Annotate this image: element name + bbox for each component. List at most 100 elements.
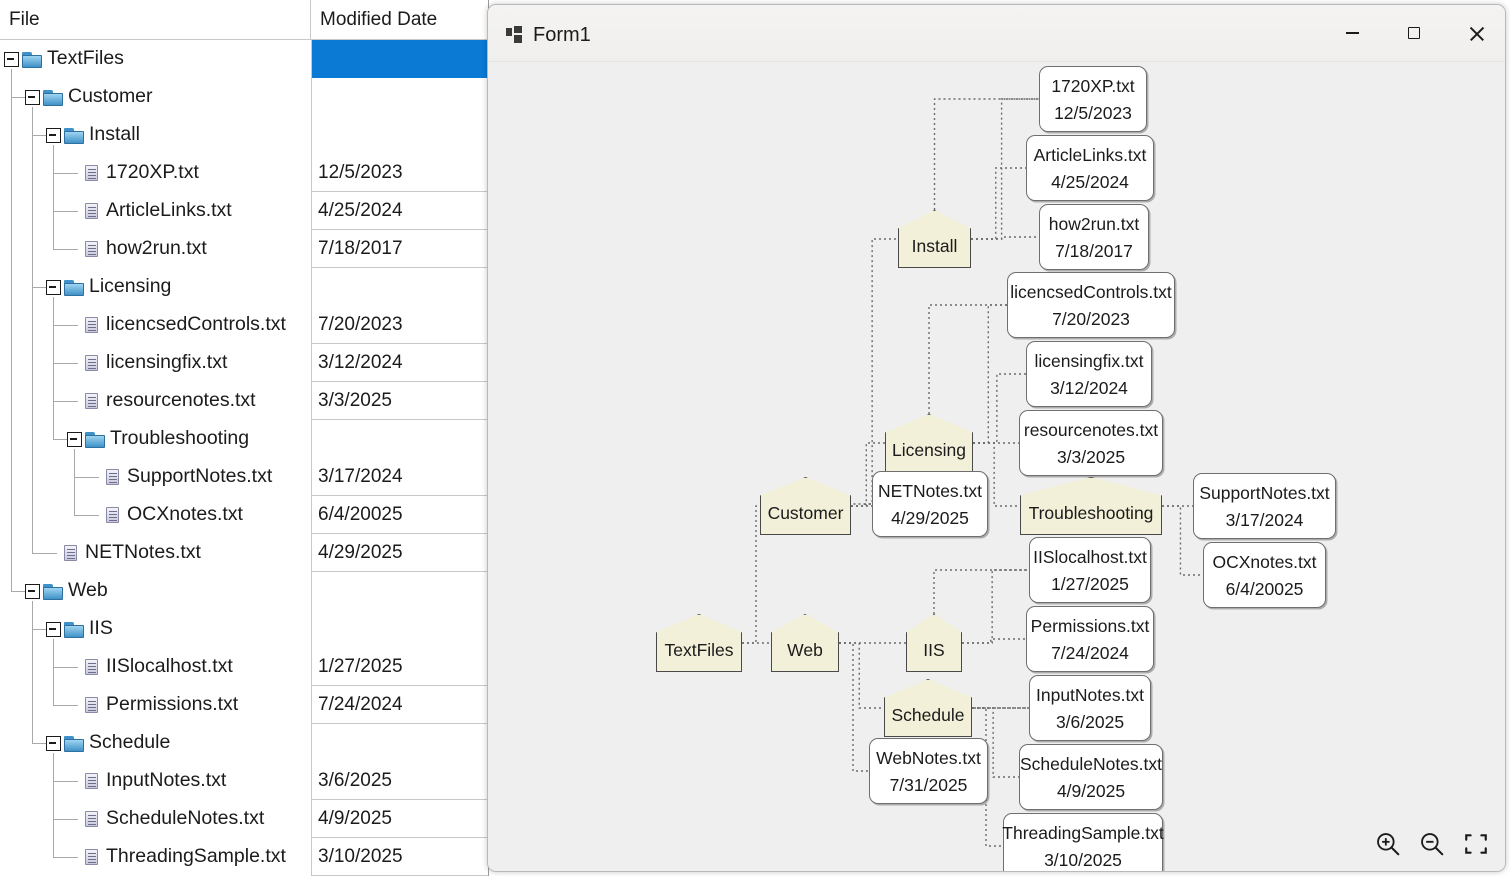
node-label: Customer <box>767 503 844 523</box>
tree-row[interactable]: Licensing <box>0 268 311 306</box>
zoom-out-button[interactable] <box>1415 827 1449 861</box>
tree-row-label: resourcenotes.txt <box>106 389 256 412</box>
tree-row[interactable]: licencsedControls.txt <box>0 306 311 344</box>
node-date: 1/27/2025 <box>1051 573 1129 594</box>
diagram-edge <box>962 638 1026 644</box>
tree-row-label: InputNotes.txt <box>106 769 227 792</box>
expander-collapse-icon[interactable] <box>46 279 61 295</box>
modified-date-cell[interactable]: 7/18/2017 <box>312 230 488 268</box>
modified-date-cell[interactable]: 3/10/2025 <box>312 838 488 876</box>
form1-window[interactable]: Form1 <box>487 4 1506 872</box>
tree-guide-line <box>53 439 67 440</box>
tree-row[interactable]: Permissions.txt <box>0 686 311 724</box>
expander-collapse-icon[interactable] <box>46 621 61 637</box>
node-label: licensingfix.txt <box>1034 350 1144 371</box>
folder-icon <box>85 432 105 448</box>
modified-date-cell[interactable]: 12/5/2023 <box>312 154 488 192</box>
expander-collapse-icon[interactable] <box>25 89 40 105</box>
node-label: Permissions.txt <box>1030 615 1150 636</box>
modified-date-cell[interactable] <box>312 268 488 306</box>
modified-date-cell[interactable] <box>312 420 488 458</box>
modified-date-cell[interactable] <box>312 610 488 648</box>
expander-collapse-icon[interactable] <box>25 583 40 599</box>
maximize-icon <box>1408 27 1420 39</box>
tree-guide-line <box>53 705 78 706</box>
modified-date-cell[interactable]: 4/29/2025 <box>312 534 488 572</box>
tree-row[interactable]: InputNotes.txt <box>0 762 311 800</box>
tree-row[interactable]: ThreadingSample.txt <box>0 838 311 876</box>
tree-row[interactable]: IIS <box>0 610 311 648</box>
tree-row[interactable]: resourcenotes.txt <box>0 382 311 420</box>
text-file-icon <box>85 811 98 827</box>
node-label: Install <box>911 236 958 256</box>
modified-date-cell[interactable]: 3/12/2024 <box>312 344 488 382</box>
expander-collapse-icon[interactable] <box>4 51 19 67</box>
tree-row[interactable]: how2run.txt <box>0 230 311 268</box>
maximize-button[interactable] <box>1383 5 1445 61</box>
modified-date-cell[interactable]: 3/3/2025 <box>312 382 488 420</box>
tree-row[interactable]: ArticleLinks.txt <box>0 192 311 230</box>
zoom-controls[interactable] <box>1371 827 1493 861</box>
modified-date-cell[interactable]: 6/4/20025 <box>312 496 488 534</box>
modified-date-cell[interactable] <box>312 78 488 116</box>
tree-row[interactable]: licensingfix.txt <box>0 344 311 382</box>
text-file-icon <box>64 545 77 561</box>
column-header-modified-date[interactable]: Modified Date <box>320 8 438 30</box>
tree-row[interactable]: OCXnotes.txt <box>0 496 311 534</box>
expander-collapse-icon[interactable] <box>46 127 61 143</box>
tree-row[interactable]: IISlocalhost.txt <box>0 648 311 686</box>
column-header-file[interactable]: File <box>0 0 311 39</box>
window-titlebar[interactable]: Form1 <box>488 5 1505 62</box>
modified-date-cell[interactable]: 7/24/2024 <box>312 686 488 724</box>
expander-collapse-icon[interactable] <box>46 735 61 751</box>
tree-row[interactable]: Troubleshooting <box>0 420 311 458</box>
tree-row[interactable]: Schedule <box>0 724 311 762</box>
tree-row[interactable]: SupportNotes.txt <box>0 458 311 496</box>
node-date: 7/31/2025 <box>889 774 968 795</box>
modified-date-cell[interactable]: 3/17/2024 <box>312 458 488 496</box>
close-button[interactable] <box>1445 5 1505 61</box>
text-file-icon <box>85 773 98 789</box>
modified-date-cell[interactable]: 4/9/2025 <box>312 800 488 838</box>
tree-row[interactable]: Web <box>0 572 311 610</box>
modified-date-cell[interactable]: 4/25/2024 <box>312 192 488 230</box>
modified-date-cell[interactable] <box>312 572 488 610</box>
tree-row[interactable]: Install <box>0 116 311 154</box>
tree-row[interactable]: TextFiles <box>0 40 311 78</box>
modified-date-cell[interactable] <box>312 116 488 154</box>
fit-to-screen-button[interactable] <box>1459 827 1493 861</box>
modified-date-cell[interactable]: 3/6/2025 <box>312 762 488 800</box>
modified-date-cell[interactable]: 1/27/2025 <box>312 648 488 686</box>
node-label: ArticleLinks.txt <box>1033 144 1147 165</box>
tree-row[interactable]: NETNotes.txt <box>0 534 311 572</box>
tree-row[interactable]: 1720XP.txt <box>0 154 311 192</box>
expander-collapse-icon[interactable] <box>67 431 82 447</box>
windows-forms-icon <box>506 26 522 43</box>
modified-date-cell[interactable] <box>312 724 488 762</box>
tree-guide-line <box>32 553 57 554</box>
modified-date-cell-selected[interactable] <box>312 40 488 78</box>
modified-date-cell[interactable]: 7/20/2023 <box>312 306 488 344</box>
zoom-in-button[interactable] <box>1371 827 1405 861</box>
minimize-button[interactable] <box>1321 5 1383 61</box>
tree-row[interactable]: ScheduleNotes.txt <box>0 800 311 838</box>
tree-row[interactable]: Customer <box>0 78 311 116</box>
